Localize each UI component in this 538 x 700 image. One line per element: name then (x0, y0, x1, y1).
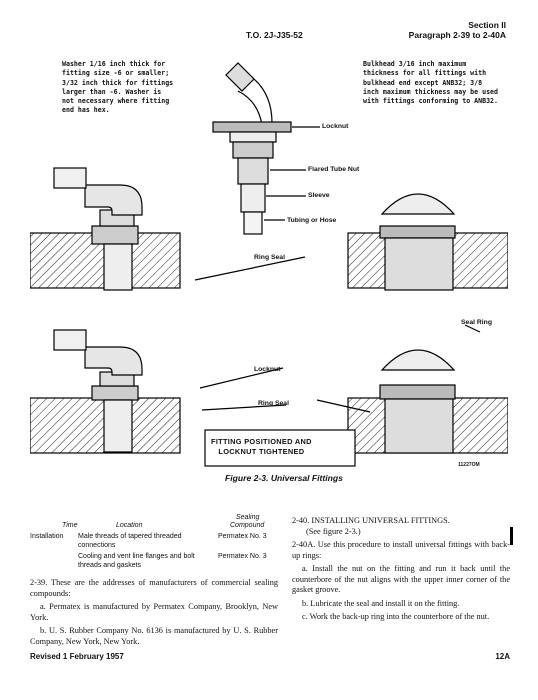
label-tubing-or-hose: Tubing or Hose (287, 217, 337, 224)
right-column-text: 2-40. INSTALLING UNIVERSAL FITTINGS. (Se… (292, 516, 510, 626)
table-row-1-compound: Permatex No. 3 (218, 533, 267, 540)
label-ring-seal-top: Ring Seal (254, 254, 285, 261)
table-row-2-location: Cooling and vent line flanges and bolt t… (78, 553, 195, 569)
col-header-time: Time (62, 522, 78, 529)
col-header-sealing: Sealing (236, 514, 260, 521)
para-2-39-a: a. Permatex is manufactured by Permatex … (30, 602, 278, 622)
bulkhead-callout: Bulkhead 3/16 inch maximum thickness for… (363, 60, 498, 106)
para-2-40a: 2-40A. Use this procedure to install uni… (292, 540, 510, 560)
figure-inset-caption: FITTING POSITIONED AND LOCKNUT TIGHTENED (211, 437, 312, 457)
section-header: Section II Paragraph 2-39 to 2-40A (409, 20, 506, 40)
step-c: c. Work the back-up ring into the counte… (302, 612, 490, 621)
table-row-2-compound: Permatex No. 3 (218, 553, 267, 560)
label-sleeve: Sleeve (308, 192, 330, 199)
label-locknut-bottom: Locknut (254, 366, 281, 373)
para-2-39: 2-39. These are the addresses of manufac… (30, 578, 278, 598)
section-heading-2-40: 2-40. INSTALLING UNIVERSAL FITTINGS. (292, 516, 450, 525)
step-a: a. Install the nut on the fitting and ru… (292, 564, 510, 594)
table-row-1-time: Installation (30, 533, 64, 540)
washer-callout: Washer 1/16 inch thick for fitting size … (62, 60, 174, 115)
label-seal-ring: Seal Ring (461, 319, 492, 326)
para-2-39-b: b. U. S. Rubber Company No. 6136 is manu… (30, 626, 278, 646)
to-number: T.O. 2J-J35-52 (246, 30, 303, 40)
page-number: 12A (495, 652, 510, 661)
table-row-1-location: Male threads of tapered threaded connect… (78, 533, 182, 549)
section-label: Section II (468, 20, 506, 30)
figure-caption: Figure 2-3. Universal Fittings (225, 473, 343, 483)
col-header-compound: Compound (230, 522, 265, 529)
step-b: b. Lubricate the seal and install it on … (302, 598, 460, 608)
left-column-text: 2-39. These are the addresses of manufac… (30, 578, 278, 650)
change-bar (510, 527, 513, 545)
inset-caption-line1: FITTING POSITIONED AND (211, 437, 312, 446)
universal-fittings-illustration (30, 62, 508, 467)
inset-caption-line2: LOCKNUT TIGHTENED (218, 447, 305, 456)
label-locknut-top: Locknut (322, 123, 349, 130)
paragraph-range: Paragraph 2-39 to 2-40A (408, 30, 506, 40)
col-header-location: Location (116, 522, 143, 529)
see-figure-note: (See figure 2-3.) (306, 526, 361, 536)
label-flared-tube-nut: Flared Tube Nut (308, 166, 360, 173)
top-center-fitting (212, 62, 320, 235)
figure-number-tag: 11227OM (458, 462, 480, 468)
label-ring-seal-bottom: Ring Seal (258, 400, 289, 407)
revision-date: Revised 1 February 1957 (30, 652, 124, 661)
